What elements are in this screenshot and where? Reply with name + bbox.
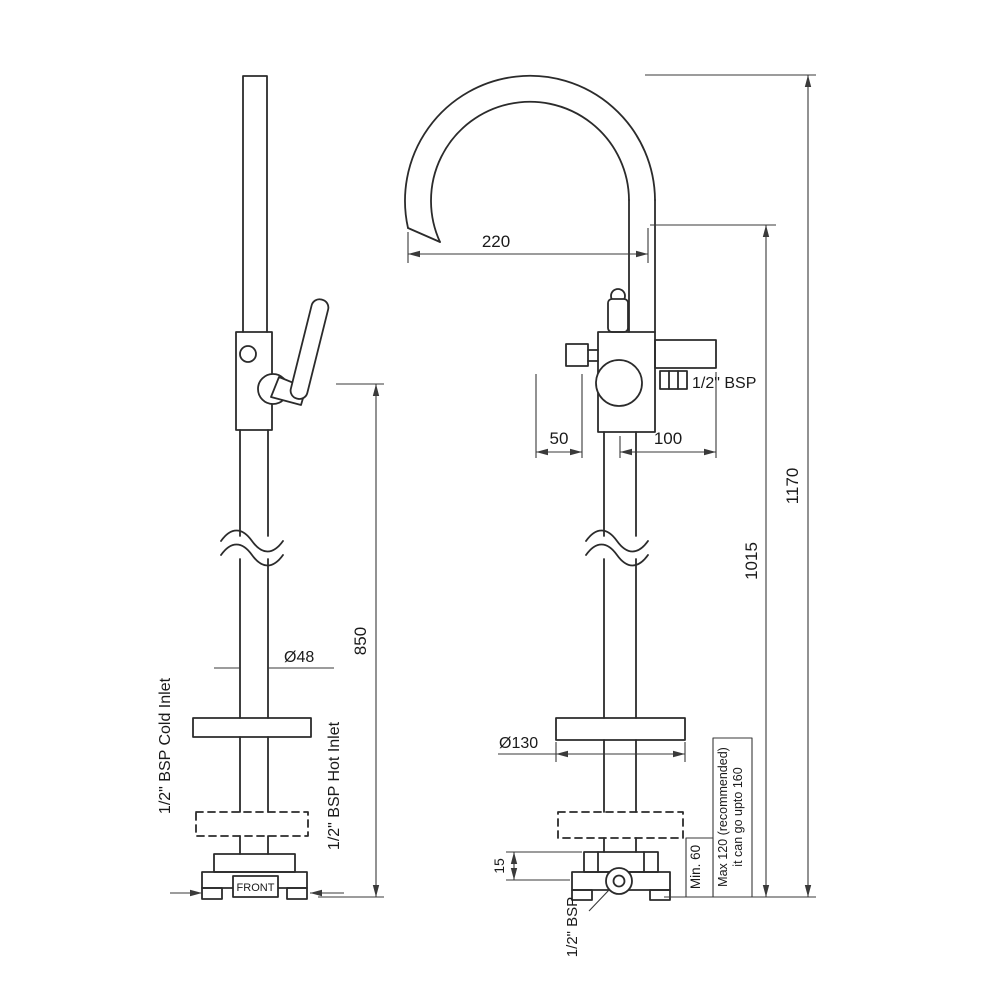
- min-clearance-label: Min. 60: [688, 845, 703, 889]
- base-foot-left: [201, 887, 223, 900]
- max-clearance-box: [712, 737, 753, 898]
- dim-15-label: 15: [491, 858, 507, 874]
- hot-inlet-label: 1/2" BSP Hot Inlet: [326, 721, 343, 850]
- inlet-plate-dashed-front: [557, 811, 684, 839]
- body-screw: [239, 345, 257, 363]
- riser-pipe: [242, 75, 268, 333]
- dim-1015-label: 1015: [742, 542, 761, 580]
- min-clearance-box: [685, 837, 714, 898]
- handle-grip: [289, 298, 330, 400]
- bottom-inlet-leader: [588, 889, 610, 912]
- dim-100-label: 100: [654, 429, 682, 448]
- column-below-plate-front: [603, 739, 637, 813]
- dim-1170-label: 1170: [783, 468, 802, 505]
- side-knob: [565, 343, 589, 367]
- column-lower-front: [603, 558, 637, 719]
- side-knob-stem: [587, 349, 599, 362]
- column-upper: [239, 429, 269, 537]
- nub-lines: [668, 370, 679, 390]
- break-wave: [220, 543, 284, 567]
- ext-line: [555, 742, 686, 762]
- column-below-plate: [239, 736, 269, 813]
- lever-stem: [607, 298, 629, 333]
- break-wave: [220, 529, 284, 553]
- spout-inner-arc: [430, 100, 630, 243]
- front-view: [404, 74, 717, 912]
- base-foot-left-front: [571, 889, 593, 901]
- break-wave: [585, 529, 649, 553]
- base-step: [213, 853, 296, 873]
- bottom-thread-label: 1/2" BSP: [564, 897, 581, 957]
- base-bolts: [597, 851, 645, 873]
- inlet-plate-dashed: [195, 811, 309, 837]
- dim-50-label: 50: [550, 429, 569, 448]
- front-label-box: [232, 875, 279, 898]
- dia130-label: Ø130: [499, 735, 538, 752]
- dimensions-side: 850 Ø48 1/2" BSP Cold Inlet 1/2" BSP Hot…: [157, 383, 384, 898]
- dimensions-front: 220 1015 1170 50 100 1/2" BSP Ø130 15 Ma…: [407, 74, 816, 957]
- spout-outer-arc: [404, 74, 656, 229]
- cold-inlet-label: 1/2" BSP Cold Inlet: [157, 677, 174, 814]
- break-wave: [585, 543, 649, 567]
- upper-plate: [192, 717, 312, 738]
- bottom-inlet: [605, 867, 633, 895]
- spout-tip: [407, 227, 441, 243]
- outlet-thread-nub: [659, 370, 688, 390]
- column-lower: [239, 558, 269, 719]
- dia48-label: Ø48: [284, 649, 314, 666]
- outlet-spout: [654, 339, 717, 369]
- column-stub-front: [603, 837, 637, 853]
- dim-220-label: 220: [482, 232, 510, 251]
- max-clearance-label-2: it can go upto 160: [731, 767, 745, 866]
- base-foot-right: [286, 887, 308, 900]
- base-foot-right-front: [649, 889, 671, 901]
- spout-downpipe: [628, 199, 656, 333]
- upper-plate-front: [555, 717, 686, 741]
- side-view: FRONT: [192, 75, 330, 900]
- max-clearance-label-1: Max 120 (recommended): [716, 747, 730, 887]
- dim-850-label: 850: [351, 627, 370, 655]
- bottom-inlet-inner: [612, 874, 626, 888]
- front-label: FRONT: [237, 882, 275, 894]
- outlet-thread-label: 1/2" BSP: [692, 375, 756, 392]
- column-stub: [239, 835, 269, 855]
- cartridge-cap: [595, 359, 643, 407]
